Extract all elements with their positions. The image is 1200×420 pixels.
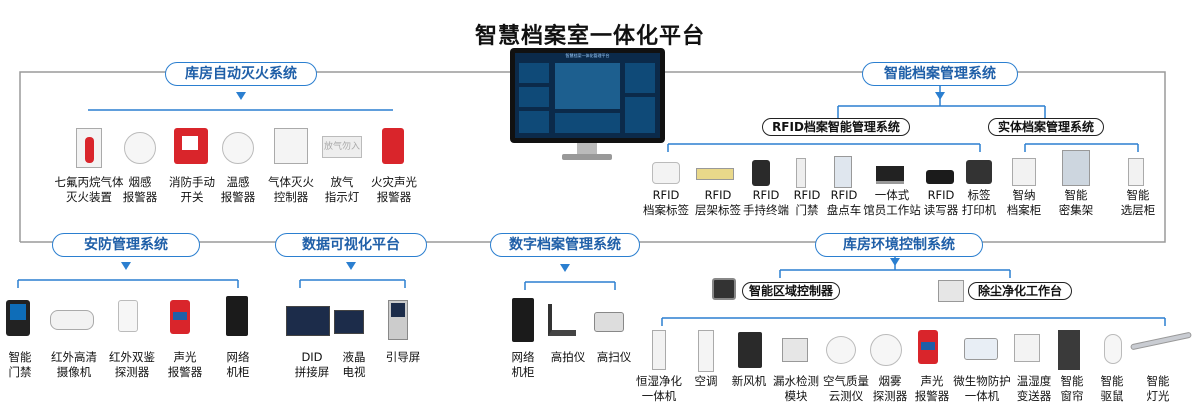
env-item-label: 温湿度变送器 — [1016, 374, 1052, 403]
rfid-item-label: 一体式馆员工作站 — [863, 188, 921, 217]
digital-item-label: 高拍仪 — [550, 350, 586, 364]
env-item-label: 微生物防护一体机 — [953, 374, 1011, 403]
env-item-label: 新风机 — [731, 374, 767, 388]
label-printer-icon — [966, 160, 992, 184]
security-item-label: 智能门禁 — [8, 350, 32, 379]
thermo-hygrometer-icon — [1014, 334, 1040, 362]
fire-item-label: 温感报警器 — [220, 175, 256, 204]
env-item-label: 智能驱鼠 — [1100, 374, 1124, 403]
env-item-label: 空气质量云测仪 — [823, 374, 869, 403]
video-wall-icon — [286, 306, 330, 336]
visual-item-label: 引导屏 — [385, 350, 421, 364]
category-environment[interactable]: 库房环境控制系统 — [815, 233, 983, 257]
category-security[interactable]: 安防管理系统 — [52, 233, 200, 257]
fire-item-label: 消防手动开关 — [169, 175, 215, 204]
curtain-icon — [1058, 330, 1080, 370]
smoke-detector-icon — [124, 132, 156, 164]
inventory-cart-icon — [834, 156, 852, 188]
security-item-label: 红外双鉴探测器 — [109, 350, 155, 379]
document-camera-icon — [548, 304, 576, 336]
env-item-label: 空调 — [694, 374, 718, 388]
rfid-gate-icon — [796, 158, 806, 188]
fire-item-label: 七氟丙烷气体灭火装置 — [54, 175, 124, 204]
fresh-air-icon — [738, 332, 762, 368]
monitor-screen-title: 智慧档案一体化管理平台 — [565, 53, 610, 58]
subsystem-physical[interactable]: 实体档案管理系统 — [988, 118, 1104, 136]
env-item-label: 烟雾探测器 — [872, 374, 908, 403]
env-item-label: 声光报警器 — [914, 374, 950, 403]
fire-item-label: 火灾声光报警器 — [371, 175, 417, 204]
gas-controller-icon — [274, 128, 308, 164]
digital-item-label: 网络机柜 — [511, 350, 535, 379]
air-conditioner-icon — [698, 330, 714, 372]
env-item-label: 漏水检测模块 — [773, 374, 819, 403]
physical-item-label: 智纳档案柜 — [1006, 188, 1042, 217]
dust-workstation-icon — [938, 280, 964, 302]
kiosk-icon — [388, 300, 408, 340]
platform-monitor-icon: 智慧档案一体化管理平台 — [510, 48, 665, 163]
fire-alarm-icon — [382, 128, 404, 164]
category-archive-management[interactable]: 智能档案管理系统 — [862, 62, 1018, 86]
digital-item-label: 高扫仪 — [596, 350, 632, 364]
fire-item-label: 烟感报警器 — [122, 175, 158, 204]
network-cabinet-icon — [226, 296, 248, 336]
zone-controller-icon — [712, 278, 736, 300]
smoke-sensor-icon — [870, 334, 902, 366]
compact-shelf-icon — [1062, 150, 1090, 186]
env-strobe-icon — [918, 330, 938, 364]
heat-detector-icon — [222, 132, 254, 164]
laptop-icon — [876, 166, 904, 184]
env-item-label: 恒湿净化一体机 — [636, 374, 682, 403]
subsystem-rfid[interactable]: RFID档案智能管理系统 — [762, 118, 910, 136]
scanner-icon — [594, 312, 624, 332]
page-title: 智慧档案室一体化平台 — [474, 24, 705, 49]
subsystem-zone-controller[interactable]: 智能区域控制器 — [742, 282, 840, 300]
security-item-label: 声光报警器 — [167, 350, 203, 379]
env-item-label: 智能灯光 — [1146, 374, 1170, 403]
server-rack-icon — [512, 298, 534, 342]
visual-item-label: 液晶电视 — [342, 350, 366, 379]
archive-cabinet-icon — [1012, 158, 1036, 186]
camera-icon — [50, 310, 94, 330]
layer-cabinet-icon — [1128, 158, 1144, 186]
air-quality-icon — [826, 336, 856, 364]
handheld-terminal-icon — [752, 160, 770, 186]
rfid-item-label: 标签打印机 — [961, 188, 997, 217]
release-sign-text: 放气勿入 — [323, 142, 360, 152]
physical-item-label: 智能选层柜 — [1120, 188, 1156, 217]
subsystem-dust-workstation[interactable]: 除尘净化工作台 — [968, 282, 1072, 300]
rfid-tag-roll-icon — [652, 162, 680, 184]
fire-item-label: 气体灭火控制器 — [268, 175, 314, 204]
security-item-label: 红外高清摄像机 — [51, 350, 97, 379]
fire-item-label: 放气指示灯 — [324, 175, 360, 204]
dual-detector-icon — [118, 300, 138, 332]
security-item-label: 网络机柜 — [226, 350, 250, 379]
category-digital-archive[interactable]: 数字档案管理系统 — [490, 233, 640, 257]
leak-detector-icon — [782, 338, 808, 362]
release-indicator-icon: 放气勿入 — [322, 136, 362, 158]
rfid-reader-icon — [926, 170, 954, 184]
gas-cabinet-icon — [76, 128, 102, 168]
access-terminal-icon — [6, 300, 30, 336]
strobe-alarm-icon — [170, 300, 190, 334]
env-item-label: 智能窗帘 — [1060, 374, 1084, 403]
category-visualization[interactable]: 数据可视化平台 — [275, 233, 427, 257]
humidity-unit-icon — [652, 330, 666, 370]
category-fire-suppression[interactable]: 库房自动灭火系统 — [165, 62, 317, 86]
manual-fire-switch-icon — [174, 128, 208, 164]
microbe-unit-icon — [964, 338, 998, 360]
rodent-repeller-icon — [1104, 334, 1122, 364]
shelf-tag-icon — [696, 168, 734, 180]
lcd-tv-icon — [334, 310, 364, 334]
physical-item-label: 智能密集架 — [1058, 188, 1094, 217]
